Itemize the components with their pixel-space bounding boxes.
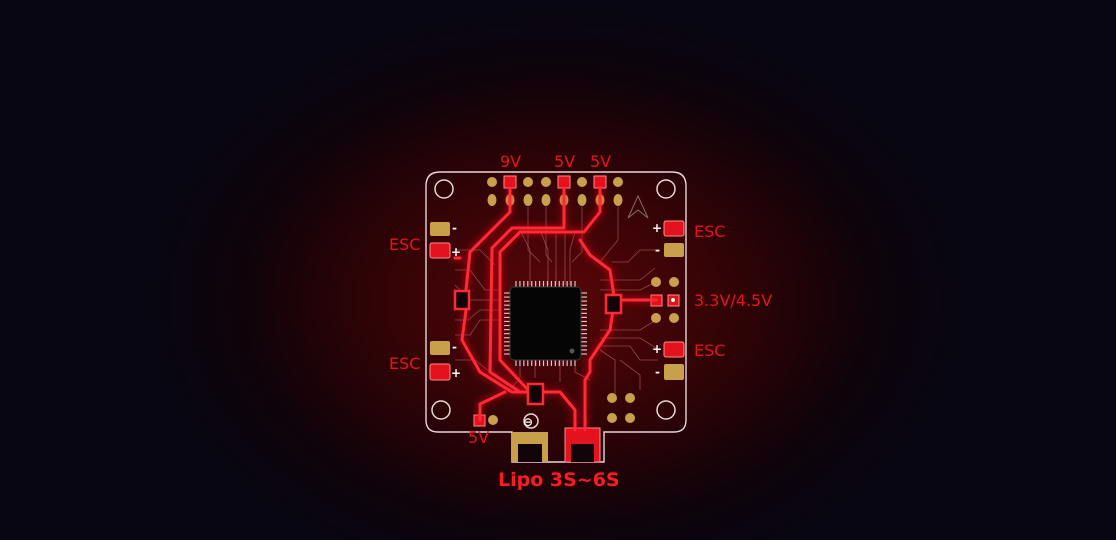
label-esc-left-top: ESC xyxy=(389,235,420,254)
label-3v3-4v5: 3.3V/4.5V xyxy=(694,291,772,310)
plus-symbol: + xyxy=(652,221,662,235)
minus-symbol: - xyxy=(655,365,660,379)
label-battery: Lipo 3S~6S xyxy=(498,469,620,491)
board-outline xyxy=(425,171,687,463)
plus-symbol: + xyxy=(451,366,461,380)
orientation-arrow-icon xyxy=(627,194,649,219)
label-5v-bottom: 5V xyxy=(468,428,489,447)
minus-symbol: - xyxy=(655,243,660,257)
label-5v-a: 5V xyxy=(554,152,575,171)
esc-pads-right xyxy=(663,220,685,380)
minus-symbol: - xyxy=(452,221,457,235)
plus-symbol: + xyxy=(451,245,461,259)
label-9v: 9V xyxy=(500,152,521,171)
regulators xyxy=(453,289,623,406)
power-traces xyxy=(451,184,660,434)
plus-symbol: + xyxy=(652,342,662,356)
mounting-holes xyxy=(431,179,676,420)
label-esc-right-top: ESC xyxy=(694,222,725,241)
esc-pads-left xyxy=(429,222,451,381)
battery-pads xyxy=(512,427,601,463)
label-esc-right-bottom: ESC xyxy=(694,341,725,360)
mcu-chip xyxy=(504,281,587,366)
ground-icon: ⊖ xyxy=(523,415,533,429)
label-esc-left-bottom: ESC xyxy=(389,354,420,373)
minus-symbol: - xyxy=(452,340,457,354)
label-5v-b: 5V xyxy=(590,152,611,171)
